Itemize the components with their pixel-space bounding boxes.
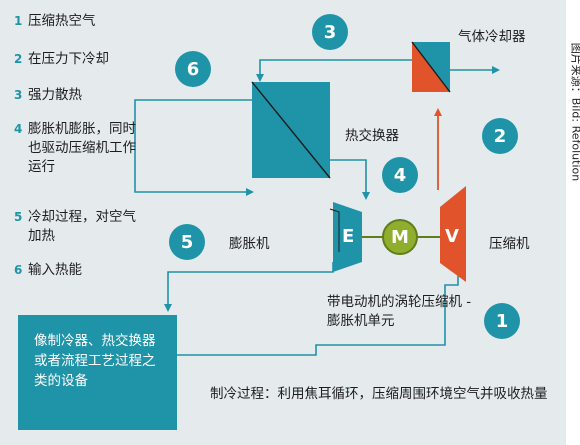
step-number: 3 [14,88,23,102]
step-number: 1 [14,14,23,28]
compressor-label: 压缩机 [489,236,530,252]
expander-label: 膨胀机 [229,236,270,252]
step-text: 输入热能 [28,262,82,278]
expander-letter: E [342,226,355,247]
expander-to-device-line [164,262,334,312]
exchanger-loop-line [134,99,254,196]
device-box: 像制冷器、热交换器或者流程工艺过程之类的设备 [18,315,177,430]
diagram-drawing [134,41,500,356]
gas-cooler-label: 气体冷却器 [458,29,526,45]
step-1: 1 压缩热空气 [14,12,143,31]
step-6: 6 输入热能 [14,261,143,280]
badge-1: 1 [484,303,520,339]
badge-2: 2 [482,118,518,154]
step-text: 强力散热 [28,87,82,103]
badge-6: 6 [175,51,211,87]
step-number: 6 [14,263,23,277]
credit-text: 图片来源：Bild: Refolution [569,42,580,182]
cooler-to-exchanger-line [256,59,412,82]
step-number: 2 [14,52,23,66]
motor: M [382,219,418,255]
process-caption: 制冷过程：利用焦耳循环，压缩周围环境空气并吸收热量 [210,386,548,402]
compressor [440,186,466,282]
step-4: 4 膨胀机膨胀，同时也驱动压缩机工作运行 [14,120,143,177]
heat-exchanger [251,81,331,179]
device-label: 像制冷器、热交换器或者流程工艺过程之类的设备 [34,333,156,389]
step-2: 2 在压力下冷却 [14,50,143,69]
badge-5: 5 [169,224,205,260]
step-3: 3 强力散热 [14,86,143,105]
motor-letter: M [391,226,409,248]
badge-3: 3 [312,14,348,50]
exchanger-to-expander-line [330,159,370,200]
badge-4: 4 [382,157,418,193]
step-text: 压缩热空气 [28,13,96,29]
device-to-compressor-line [177,276,459,356]
image-credit: 图片来源：Bild: Refolution [569,4,580,444]
step-5: 5 冷却过程，对空气加热 [14,208,143,246]
compressor-letter: V [445,226,459,247]
gas-cooler [411,41,451,93]
step-number: 4 [14,122,23,136]
expander [329,202,362,272]
step-text: 在压力下冷却 [28,51,109,67]
step-text: 膨胀机膨胀，同时也驱动压缩机工作运行 [28,121,136,175]
turbo-unit-label: 带电动机的涡轮压缩机 - 膨胀机单元 [327,294,472,329]
heat-exchanger-label: 热交换器 [345,128,399,144]
step-text: 冷却过程，对空气加热 [28,209,136,244]
step-number: 5 [14,210,23,224]
